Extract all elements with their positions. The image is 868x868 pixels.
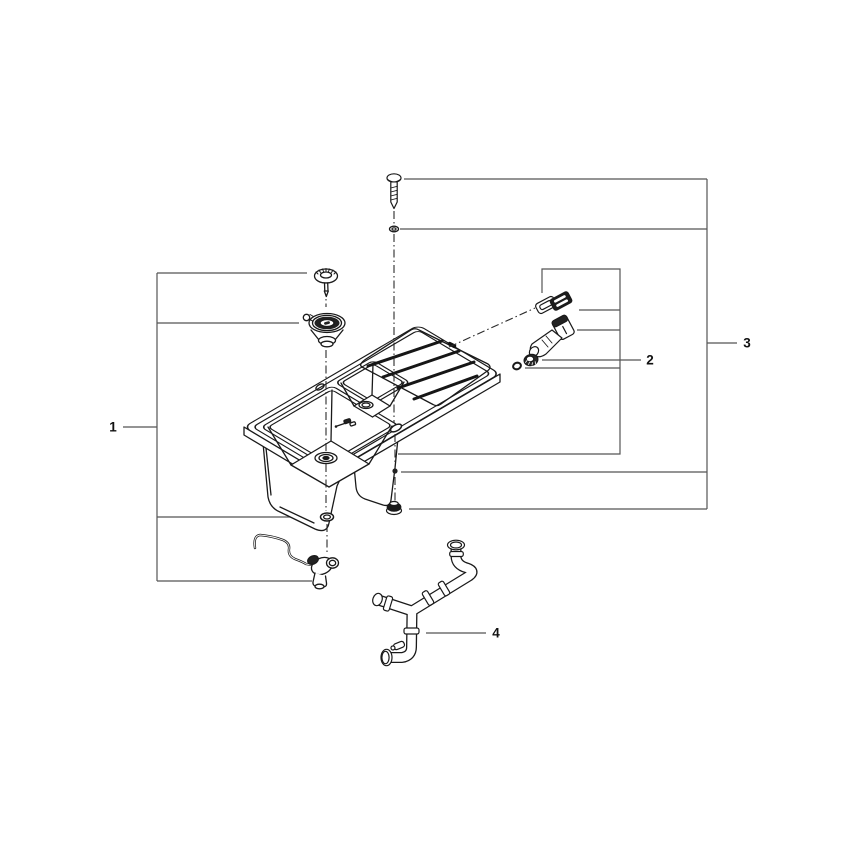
overflow-clamp-plate	[549, 291, 573, 311]
small-bowl-opening-inner	[342, 364, 403, 401]
large-bowl-drain-center	[322, 455, 330, 461]
valve-cap	[307, 555, 319, 565]
callout-bracket-1	[123, 272, 316, 582]
basket-strainer	[302, 312, 346, 348]
pipe-coupling-drop	[403, 627, 420, 635]
small-bowl-corner-lines	[340, 363, 405, 418]
strainer-cap	[313, 268, 339, 298]
flexible-hose	[253, 533, 314, 567]
callout-label-4: 4	[492, 625, 500, 641]
strainer-cap-knurl	[315, 268, 337, 275]
strainer-axis	[325, 288, 328, 555]
pipe-coupling-diagonal-lower	[421, 590, 435, 606]
clamp-plate-slot-top	[553, 295, 566, 303]
large-bowl-bottom	[290, 440, 370, 488]
basket-handle-knob	[302, 313, 311, 322]
basket-funnel	[310, 329, 344, 341]
sealing-washer-outer	[319, 512, 335, 522]
screw-threads	[390, 185, 398, 201]
basket-rim-inner	[311, 314, 343, 332]
flexible-hose-highlight	[254, 534, 313, 566]
valve-flange-inner	[328, 559, 337, 567]
screw-grommet	[385, 500, 403, 516]
overflow-axis	[448, 307, 536, 348]
screw-head-underside	[386, 178, 402, 183]
basket-center-slot	[324, 321, 330, 325]
drainboard-groove	[412, 374, 479, 401]
callout-bracket-2-box	[398, 268, 641, 455]
overflow-body-top	[551, 314, 569, 328]
overflow-o-ring	[512, 361, 522, 371]
screw-washer-inner	[391, 227, 397, 231]
strainer-parts	[253, 268, 346, 590]
overflow-hole	[389, 423, 403, 433]
drainboard-outline	[360, 328, 491, 407]
pipe-stub-mouth	[372, 592, 383, 607]
pipe-fittings	[372, 539, 466, 667]
large-bowl-drain-hole-inner	[318, 453, 334, 463]
callout-bracket-3	[400, 178, 737, 510]
fixing-screw-parts	[385, 173, 403, 516]
clamp-plate-body	[549, 291, 573, 311]
overflow-elbow-bands	[541, 335, 553, 348]
basket-funnel-tip	[320, 340, 334, 348]
overflow-body	[551, 314, 575, 341]
pipe-inlet-flange-inner	[449, 541, 463, 549]
mounting-clip-foot	[349, 421, 357, 427]
fixing-screw	[386, 173, 402, 210]
basket-dark-ring	[314, 316, 340, 330]
center-axes	[325, 211, 536, 555]
drainboard-groove	[366, 339, 444, 368]
pipe-outlet-mouth	[381, 650, 390, 665]
valve-outlet-face	[314, 583, 325, 590]
sink-small-bowl	[340, 363, 405, 418]
pipe-inlet-run-core	[407, 542, 477, 616]
sink-large-bowl	[267, 389, 393, 488]
overflow-kit	[512, 291, 575, 371]
overflow-nut-knurl	[525, 360, 536, 366]
large-bowl-corner-lines	[267, 389, 393, 488]
overflow-nut	[523, 353, 539, 367]
pipe-coupling-stub	[382, 595, 394, 612]
drain-valve	[253, 533, 340, 590]
mounting-clip-screw	[334, 425, 338, 428]
overflow-nut-hole	[525, 355, 535, 363]
drainboard-slot-hole	[447, 341, 457, 349]
sink-illustration	[243, 326, 501, 532]
grommet-top	[389, 500, 399, 507]
sealing-washer	[319, 512, 335, 522]
sink-drainboard	[360, 328, 491, 407]
drainboard-groove	[381, 349, 461, 379]
valve-flange	[325, 557, 340, 569]
mounting-clip-body	[343, 418, 352, 425]
callout-label-1: 1	[109, 419, 117, 435]
clamp-plate-slot-bottom	[556, 299, 569, 307]
sealing-washer-inner	[322, 514, 332, 520]
pipe-tubes-core	[375, 542, 477, 662]
strainer-cap-shade	[315, 277, 337, 284]
basket-handle-link	[308, 314, 314, 322]
fixing-screw-axis	[393, 211, 396, 502]
large-bowl-underside-contour	[265, 447, 315, 524]
pipe-drop-run-core	[384, 606, 417, 662]
pipe-drain-nub	[390, 640, 406, 651]
callout-brackets	[123, 178, 737, 634]
callout-label-2: 2	[646, 352, 654, 368]
tap-hole	[315, 383, 325, 391]
strainer-cap-stem	[323, 282, 329, 298]
callout-label-3: 3	[743, 335, 751, 351]
overflow-body-slot	[562, 325, 568, 335]
pipe-coupling-inlet	[449, 550, 464, 558]
mounting-clip	[334, 418, 357, 428]
drainboard-grooves	[366, 339, 479, 401]
pipe-coupling-diagonal-upper	[437, 580, 451, 597]
screw-washer	[388, 225, 400, 233]
screw-ball	[392, 468, 398, 474]
small-bowl-drain-hole-inner	[361, 402, 371, 408]
waste-pipe-assembly	[372, 539, 478, 667]
drainboard-groove	[396, 360, 476, 390]
screw-washer-outer	[388, 225, 400, 233]
strainer-cap-boss	[319, 271, 333, 279]
